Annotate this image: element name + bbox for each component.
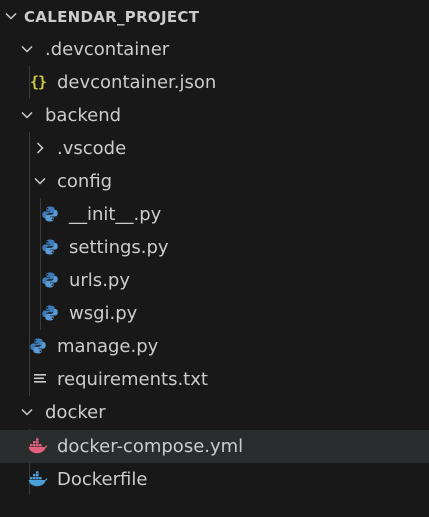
tree-folder-vscode[interactable]: .vscode xyxy=(0,132,429,165)
tree-folder-docker[interactable]: docker xyxy=(0,396,429,429)
text-lines-icon xyxy=(30,369,50,389)
indent-guide xyxy=(29,132,30,396)
docker-whale-icon xyxy=(28,469,48,489)
tree-item-label: backend xyxy=(45,105,122,126)
tree-item-label: docker xyxy=(45,402,106,423)
chevron-down-icon xyxy=(19,404,35,420)
tree-item-label: config xyxy=(57,171,113,192)
tree-file-wsgi-py[interactable]: wsgi.py xyxy=(0,297,429,330)
tree-item-label: settings.py xyxy=(69,237,169,258)
chevron-right-icon xyxy=(32,140,48,156)
tree-file-urls-py[interactable]: urls.py xyxy=(0,264,429,297)
tree-item-label: manage.py xyxy=(57,336,159,357)
json-braces-icon: {} xyxy=(29,73,47,91)
explorer-root-label: CALENDAR_PROJECT xyxy=(24,8,200,26)
indent-guide xyxy=(29,66,30,99)
python-icon xyxy=(28,336,48,356)
chevron-down-icon xyxy=(19,41,35,57)
tree-item-label: requirements.txt xyxy=(57,369,208,390)
chevron-down-icon xyxy=(32,173,48,189)
tree-file-dockerfile[interactable]: Dockerfile xyxy=(0,463,429,496)
tree-item-label: wsgi.py xyxy=(69,303,138,324)
chevron-down-icon xyxy=(3,8,19,24)
tree-file-init-py[interactable]: __init__.py xyxy=(0,198,429,231)
tree-file-requirements-txt[interactable]: requirements.txt xyxy=(0,363,429,396)
tree-file-manage-py[interactable]: manage.py xyxy=(0,330,429,363)
tree-file-devcontainer-json[interactable]: {} devcontainer.json xyxy=(0,66,429,99)
tree-folder-devcontainer[interactable]: .devcontainer xyxy=(0,33,429,66)
python-icon xyxy=(40,237,60,257)
tree-folder-backend[interactable]: backend xyxy=(0,99,429,132)
tree-file-settings-py[interactable]: settings.py xyxy=(0,231,429,264)
tree-folder-config[interactable]: config xyxy=(0,165,429,198)
python-icon xyxy=(40,204,60,224)
python-icon xyxy=(40,270,60,290)
tree-item-label: .devcontainer xyxy=(45,39,170,60)
tree-item-label: urls.py xyxy=(69,270,130,291)
tree-item-label: docker-compose.yml xyxy=(57,436,244,457)
tree-item-label: .vscode xyxy=(57,138,127,159)
tree-item-label: Dockerfile xyxy=(57,469,148,490)
tree-file-docker-compose-yml[interactable]: docker-compose.yml xyxy=(0,430,429,463)
docker-whale-icon xyxy=(28,436,48,456)
tree-item-label: __init__.py xyxy=(69,204,162,225)
python-icon xyxy=(40,303,60,323)
explorer-root-folder[interactable]: CALENDAR_PROJECT xyxy=(0,0,429,33)
tree-item-label: devcontainer.json xyxy=(57,72,217,93)
chevron-down-icon xyxy=(19,107,35,123)
indent-guide xyxy=(40,198,41,330)
